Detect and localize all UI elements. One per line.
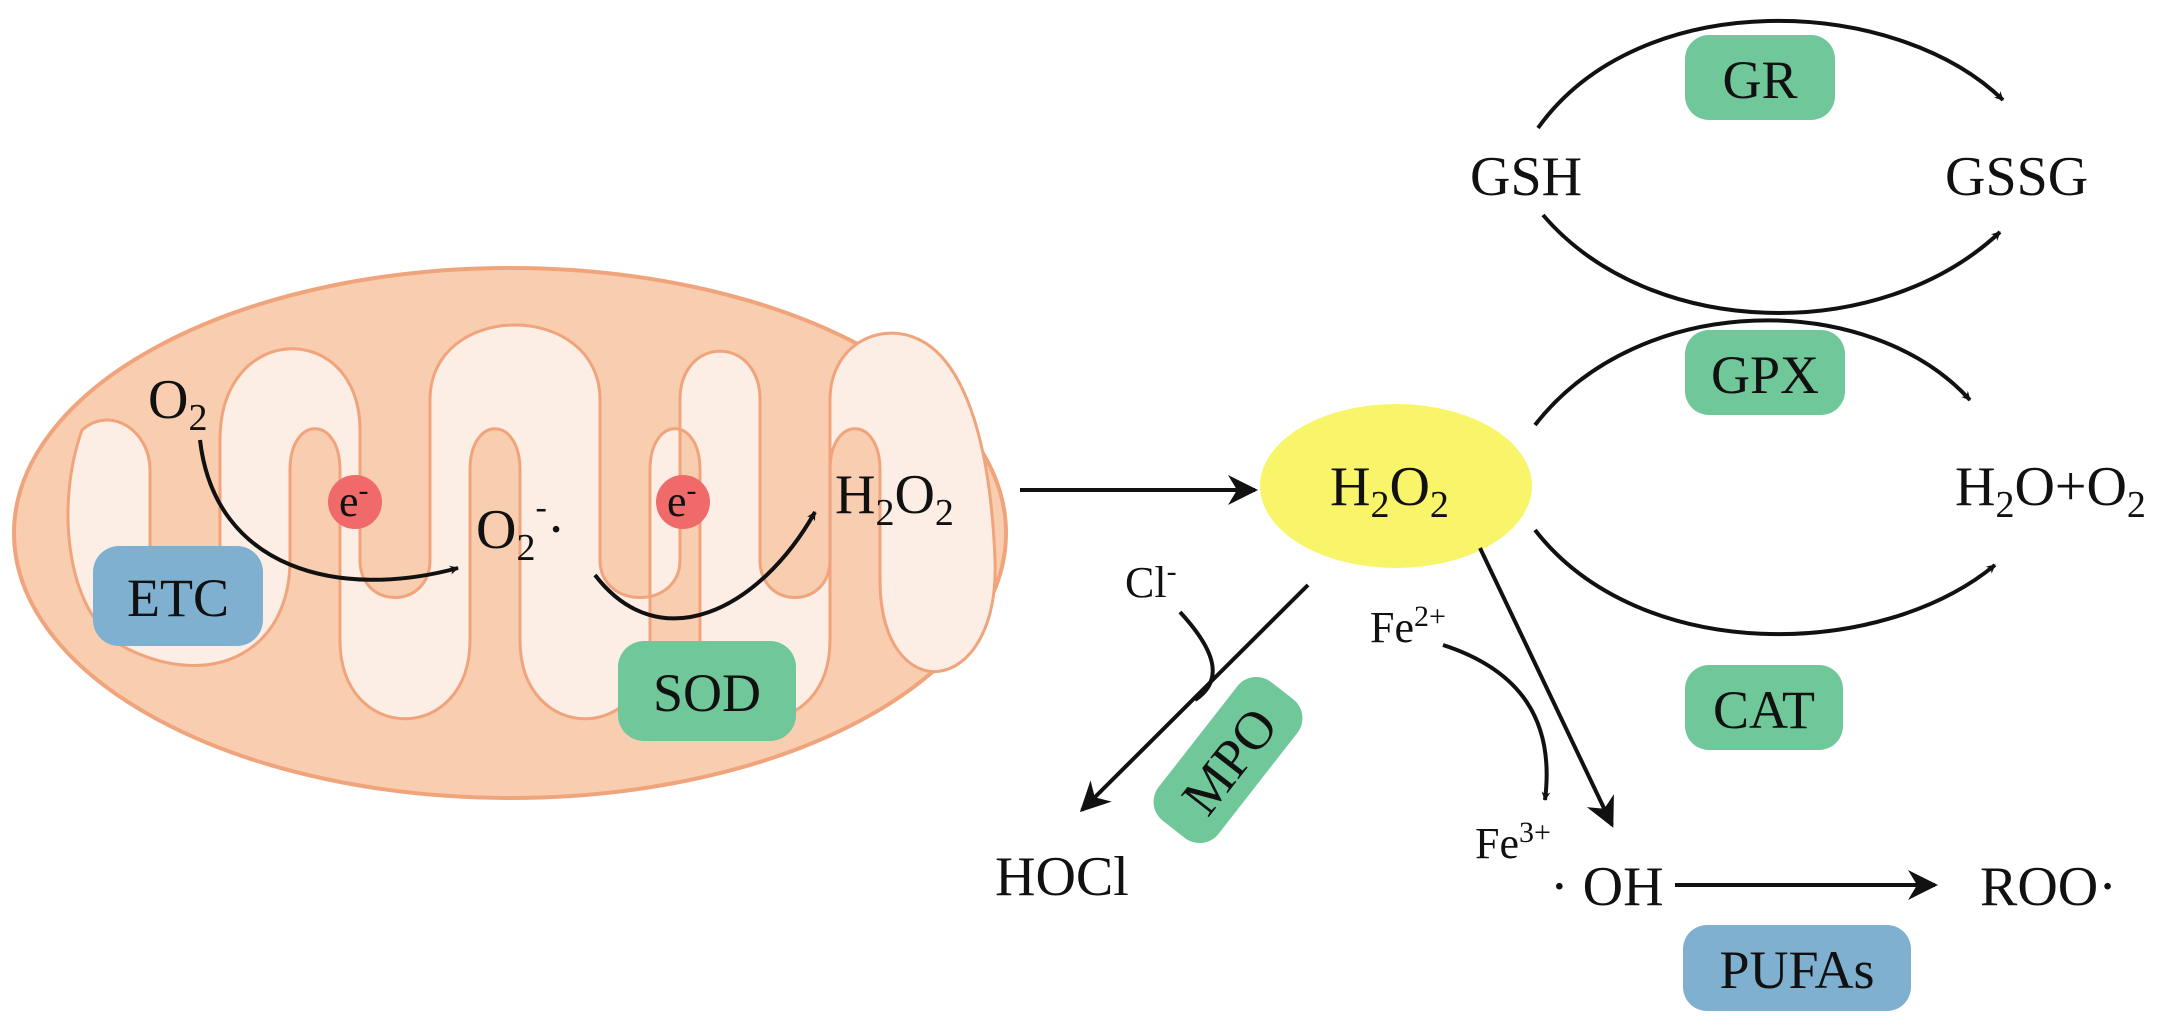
mpo-arrow: [1079, 583, 1310, 813]
hydroxyl-label: · OH: [1550, 856, 1664, 918]
mpo-badge: MPO: [1153, 676, 1303, 844]
gsh-oxidation-arrow: [1541, 213, 2002, 315]
sod-label: SOD: [653, 663, 761, 723]
chloride-input-arrow: [1178, 610, 1215, 702]
etc-reduction-arrow: [198, 439, 459, 582]
h2o2-hub: H2O2: [1260, 404, 1532, 568]
fe3-label: Fe3+: [1475, 816, 1551, 868]
electron-1: e-: [328, 474, 382, 529]
electron-2-circle: [656, 475, 710, 529]
cat-badge: CAT: [1685, 665, 1843, 750]
sod-dismutation-arrow: [593, 511, 817, 621]
gssg-label: GSSG: [1945, 146, 2088, 208]
electron-2-label: e-: [667, 474, 697, 526]
gr-badge: GR: [1685, 35, 1835, 120]
electron-2: e-: [656, 474, 710, 529]
gsh-label: GSH: [1470, 146, 1582, 208]
cat-badge-box: [1685, 665, 1843, 750]
h2o2-hub-label: H2O2: [1330, 456, 1449, 526]
gpx-badge: GPX: [1685, 330, 1845, 415]
peroxyl-label: ROO·: [1980, 856, 2117, 918]
sod-badge-box: [618, 641, 796, 741]
gr-label: GR: [1722, 50, 1797, 110]
gpx-badge-box: [1685, 330, 1845, 415]
water-oxygen-label: H2O+O2: [1955, 456, 2146, 526]
gr-arrow: [1536, 18, 2005, 130]
pufas-badge-box: [1683, 925, 1911, 1011]
etc-label: ETC: [127, 568, 229, 628]
mpo-badge-box: [1153, 676, 1303, 844]
gpx-arrow: [1533, 318, 1972, 427]
etc-badge: ETC: [93, 546, 263, 646]
pufas-label: PUFAs: [1719, 940, 1874, 1000]
fe2-oxidation-arrow: [1442, 643, 1551, 801]
gr-badge-box: [1685, 35, 1835, 120]
cat-label: CAT: [1713, 680, 1815, 740]
fenton-arrow: [1478, 547, 1614, 828]
hocl-label: HOCl: [995, 846, 1129, 908]
cat-arrow: [1533, 528, 1997, 637]
pufas-badge: PUFAs: [1683, 925, 1911, 1011]
mitochondrion-cristae: [66, 323, 997, 721]
etc-badge-box: [93, 546, 263, 646]
o2-label: O2: [148, 369, 207, 439]
fe2-label: Fe2+: [1370, 600, 1446, 652]
superoxide-label: O2-·: [476, 489, 565, 569]
h2o2-mito-label: H2O2: [835, 464, 954, 534]
gpx-label: GPX: [1711, 345, 1819, 405]
h2o2-hub-ellipse: [1260, 404, 1532, 568]
sod-badge: SOD: [618, 641, 796, 741]
electron-1-circle: [328, 475, 382, 529]
electron-1-label: e-: [339, 474, 369, 526]
chloride-label: Cl-: [1125, 555, 1177, 607]
